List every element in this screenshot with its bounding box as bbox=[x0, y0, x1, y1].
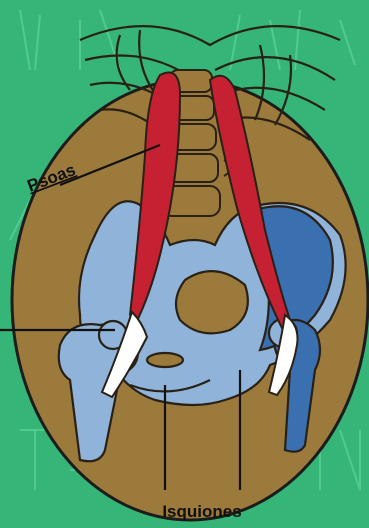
isquiones-label: Isquiones bbox=[162, 502, 241, 521]
